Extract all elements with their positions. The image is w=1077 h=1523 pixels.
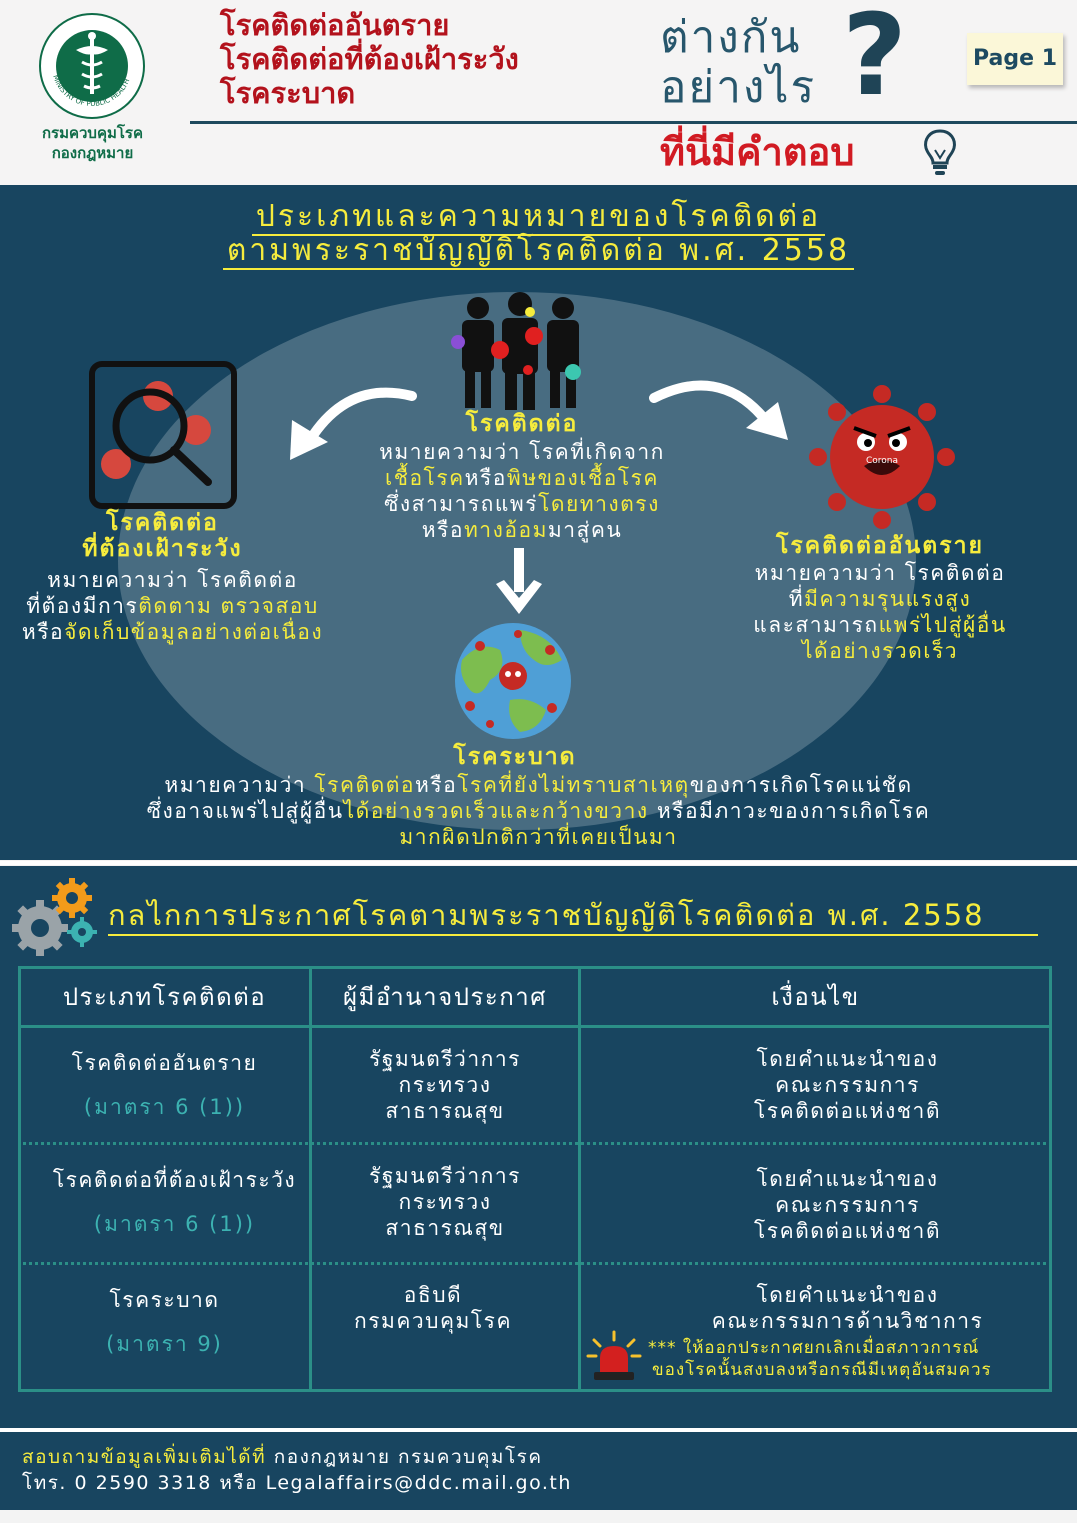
header-title-surveillance: โรคติดต่อที่ต้องเฝ้าระวัง [220, 42, 519, 76]
globe-virus-icon [455, 623, 571, 739]
label-epidemic: โรคระบาด [453, 744, 577, 770]
gears-icon [12, 878, 97, 956]
table-header-authority: ผู้มีอำนาจประกาศ [343, 983, 547, 1011]
table-row1-auth-line2: กระทรวง [398, 1073, 492, 1097]
mechanism-table [18, 966, 1052, 1392]
table-col-divider [309, 966, 312, 1392]
dangerous-def-line4: ได้อย่างรวดเร็ว [801, 639, 959, 663]
arrow-down-icon [496, 548, 542, 614]
table-row3-auth-line1: อธิบดี [403, 1283, 463, 1307]
epidemic-def-line2: ซึ่งอาจแพร่ไปสู่ผู้อื่นได้อย่างรวดเร็วแล… [146, 799, 931, 823]
section1-title-line2: ตามพระราชบัญญัติโรคติดต่อ พ.ศ. 2558 [0, 233, 1077, 270]
table-row2-type: โรคติดต่อที่ต้องเฝ้าระวัง [52, 1168, 297, 1192]
label-communicable: โรคติดต่อ [465, 411, 579, 437]
surveillance-def-line2: ที่ต้องมีการติดตาม ตรวจสอบ [26, 594, 319, 618]
division-name: กองกฎหมาย [51, 144, 134, 162]
virus-label: Corona [866, 456, 898, 466]
header-bar [0, 0, 1077, 185]
footer-contact-line1: สอบถามข้อมูลเพิ่มเติมได้ที่ กองกฎหมาย กร… [22, 1446, 543, 1468]
epidemic-def-line1: หมายความว่า โรคติดต่อหรือโรคที่ยังไม่ทรา… [164, 773, 913, 797]
header-difference-line2: อย่างไร [660, 62, 817, 113]
footer-bar [0, 1432, 1077, 1510]
arrow-right-icon [649, 380, 788, 440]
label-surveillance-line2: ที่ต้องเฝ้าระวัง [82, 536, 243, 562]
surveillance-def-line3: หรือจัดเก็บข้อมูลอย่างต่อเนื่อง [21, 620, 324, 644]
dangerous-def-line2: ที่มีความรุนแรงสูง [788, 587, 972, 611]
page-badge: Page 1 [967, 33, 1063, 85]
table-row2-cond-line3: โรคติดต่อแห่งชาติ [754, 1219, 941, 1243]
magnifier-germ-icon [89, 361, 237, 509]
table-row3-type: โรคระบาด [109, 1288, 220, 1312]
footer-contact-line2: โทร. 0 2590 3318 หรือ Legalaffairs@ddc.m… [22, 1472, 572, 1494]
table-row1-section: (มาตรา 6 (1)) [83, 1095, 246, 1119]
mechanism-panel [0, 866, 1077, 1428]
table-row2-auth-line2: กระทรวง [398, 1190, 492, 1214]
siren-icon [586, 1330, 642, 1380]
header-difference-line1: ต่างกัน [660, 12, 802, 63]
table-row2-section: (มาตรา 6 (1)) [93, 1212, 256, 1236]
table-row1-auth-line3: สาธารณสุข [385, 1099, 505, 1123]
definitions-panel [0, 185, 1077, 860]
header-divider [190, 121, 1077, 124]
communicable-def-line2: เชื้อโรคหรือพิษของเชื้อโรค [385, 466, 659, 490]
people-germs-icon [451, 292, 581, 410]
communicable-def-line3: ซึ่งสามารถแพร่โดยทางตรง [384, 492, 660, 516]
answer-here-text: ที่นี่มีคำตอบ [660, 130, 855, 174]
dangerous-def-line1: หมายความว่า โรคติดต่อ [754, 561, 1006, 585]
table-row3-cond-line2: คณะกรรมการด้านวิชาการ [711, 1309, 984, 1333]
table-row1-type: โรคติดต่ออันตราย [71, 1051, 258, 1075]
table-row3-cond-line1: โดยคำแนะนำของ [756, 1283, 939, 1307]
communicable-def-line1: หมายความว่า โรคที่เกิดจาก [379, 440, 665, 464]
table-header-type: ประเภทโรคติดต่อ [62, 983, 267, 1011]
footer-divider [0, 1428, 1077, 1432]
table-col-divider [578, 966, 581, 1392]
table-row2-auth-line3: สาธารณสุข [385, 1216, 505, 1240]
lightbulb-icon [924, 129, 956, 175]
communicable-def-line4: หรือทางอ้อมมาสู่คน [421, 518, 623, 542]
header-title-dangerous: โรคติดต่ออันตราย [220, 8, 450, 42]
table-row3-auth-line2: กรมควบคุมโรค [353, 1309, 512, 1333]
angry-virus-icon: Corona [809, 385, 955, 529]
table-row1-cond-line2: คณะกรรมการ [775, 1073, 920, 1097]
section2-title: กลไกการประกาศโรคตามพระราชบัญญัติโรคติดต่… [108, 896, 1038, 936]
table-row-divider [18, 1262, 1052, 1265]
table-row3-section: (มาตรา 9) [106, 1332, 223, 1356]
ministry-seal-icon: MINISTRY OF PUBLIC HEALTH [39, 13, 145, 119]
note-line2: ของโรคนั้นสงบลงหรือกรณีมีเหตุอันสมควร [652, 1360, 992, 1380]
table-row-divider [18, 1142, 1052, 1145]
department-name: กรมควบคุมโรค [41, 124, 144, 142]
dangerous-def-line3: และสามารถแพร่ไปสู่ผู้อื่น [753, 613, 1007, 637]
question-mark: ? [842, 0, 907, 121]
table-row1-cond-line3: โรคติดต่อแห่งชาติ [754, 1099, 941, 1123]
epidemic-def-line3: มากผิดปกติกว่าที่เคยเป็นมา [399, 825, 678, 849]
header-title-epidemic: โรคระบาด [220, 76, 356, 110]
table-row2-auth-line1: รัฐมนตรีว่าการ [369, 1164, 521, 1188]
table-row1-cond-line1: โดยคำแนะนำของ [756, 1047, 939, 1071]
section-divider [0, 861, 1077, 865]
table-header-condition: เงื่อนไข [771, 983, 860, 1011]
table-row2-cond-line1: โดยคำแนะนำของ [756, 1167, 939, 1191]
table-row1-auth-line1: รัฐมนตรีว่าการ [369, 1047, 521, 1071]
section1-title-line1: ประเภทและความหมายของโรคติดต่อ [0, 199, 1077, 236]
arrow-left-icon [290, 387, 417, 460]
surveillance-def-line1: หมายความว่า โรคติดต่อ [47, 568, 298, 592]
label-dangerous: โรคติดต่ออันตราย [776, 533, 984, 559]
table-header-divider [18, 1025, 1052, 1028]
note-line1: *** ให้ออกประกาศยกเลิกเมื่อสภาวการณ์ [648, 1338, 980, 1358]
label-surveillance-line1: โรคติดต่อ [106, 510, 219, 536]
table-row2-cond-line2: คณะกรรมการ [775, 1193, 920, 1217]
